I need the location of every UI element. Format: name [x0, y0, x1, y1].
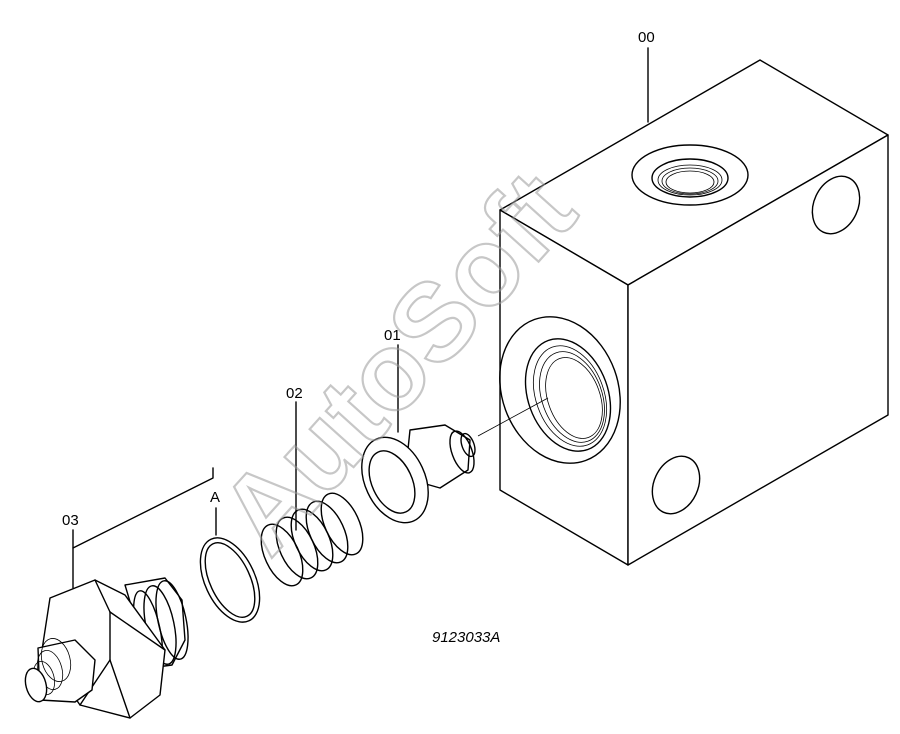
top-port [631, 144, 749, 206]
valve-block[interactable] [480, 59, 889, 566]
o-ring[interactable] [188, 529, 271, 632]
poppet[interactable] [349, 424, 479, 533]
callout-01: 01 [384, 327, 401, 344]
spring[interactable] [253, 487, 372, 592]
callout-00: 00 [638, 29, 655, 46]
main-port [499, 316, 621, 464]
callout-a: A [210, 489, 220, 506]
callout-03: 03 [62, 512, 79, 529]
drawing-number: 9123033A [432, 629, 500, 646]
leader-lines [72, 47, 649, 589]
plug[interactable] [22, 577, 194, 719]
assembly-centerline [477, 397, 549, 437]
callout-02: 02 [286, 385, 303, 402]
